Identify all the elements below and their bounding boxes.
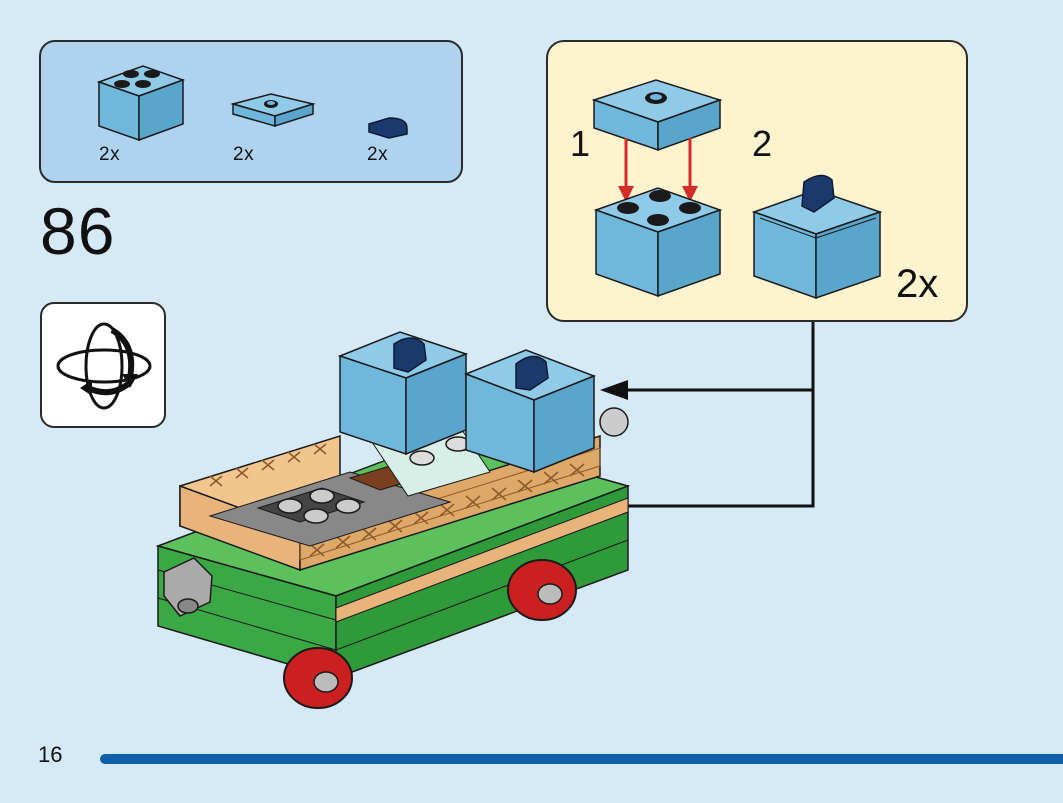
rotate-model-box [40,302,166,428]
parts-list-box: 2x 2x 2x [39,40,463,183]
quarter-tile-quantity: 2x [367,144,389,165]
brick-2x2-quantity: 2x [99,144,121,165]
brick-2x2-part-image [96,65,186,142]
sub-assembly-multiplier: 2x [896,262,939,306]
wagon-model-illustration [155,331,631,709]
jumper-plate-part-image [230,93,316,128]
sub-step-1-jumper-plate [591,79,723,152]
sub-step-1-arrows [618,138,698,202]
sub-step-1-label: 1 [570,123,591,164]
progress-bar [100,754,1063,764]
jumper-plate-quantity: 2x [233,144,255,165]
sub-step-1-brick [593,187,723,298]
step-number: 86 [40,194,116,268]
sub-assembly-box: 1 2 2x [546,40,968,322]
sub-step-2-assembled-brick [751,174,883,300]
quarter-tile-part-image [368,117,408,139]
page-number: 16 [38,742,63,767]
sub-step-2-label: 2 [752,123,773,164]
rotate-model-icon [56,322,152,410]
